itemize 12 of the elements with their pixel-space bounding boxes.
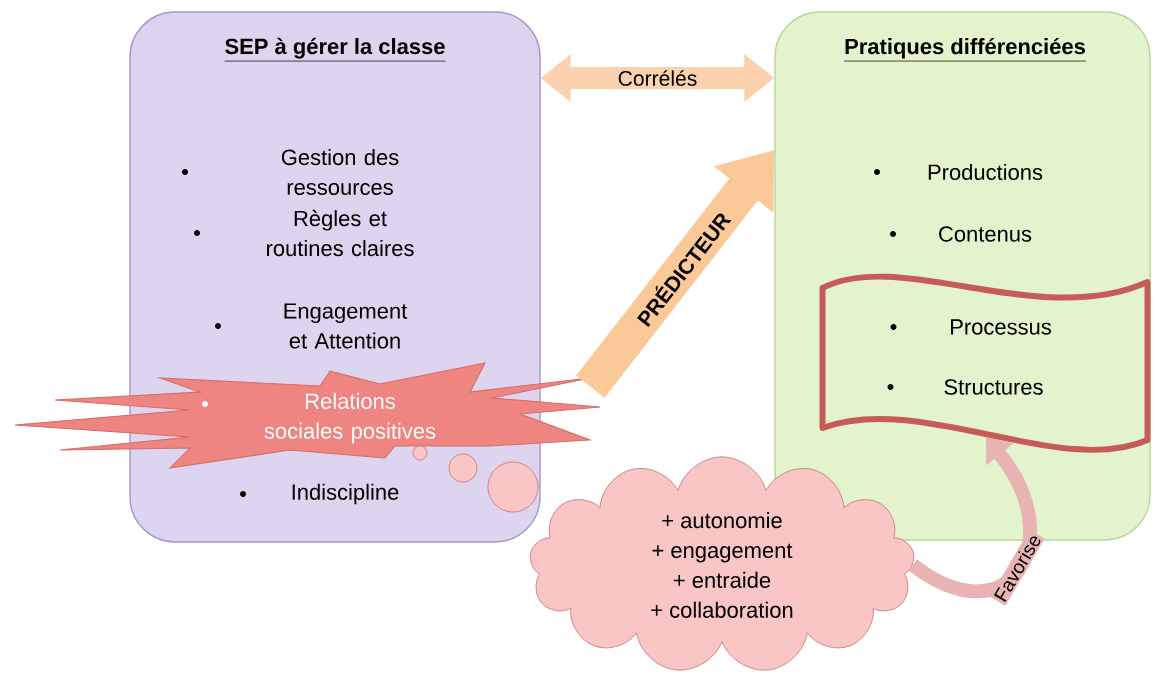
heading: Pratiques différenciées [843, 37, 1087, 62]
bullet-item: Structures [887, 379, 1043, 395]
heading: SEP à gérer la classe [224, 37, 446, 62]
thought-cloud: + autonomie + engagement + entraide + collaboration [412, 445, 915, 671]
bullet-item: Processus [890, 319, 1051, 335]
bullet-item: Engagement et Attention [215, 303, 408, 349]
bullet-item: Règles et routines claires [194, 209, 414, 257]
bullet-item: Indiscipline [240, 483, 399, 505]
bullet-item: Contenus [890, 226, 1032, 242]
edge-label: Corrélés [615, 68, 700, 88]
bullet-item: Gestion des ressources [182, 149, 399, 195]
bullet-item: Productions [874, 163, 1043, 181]
